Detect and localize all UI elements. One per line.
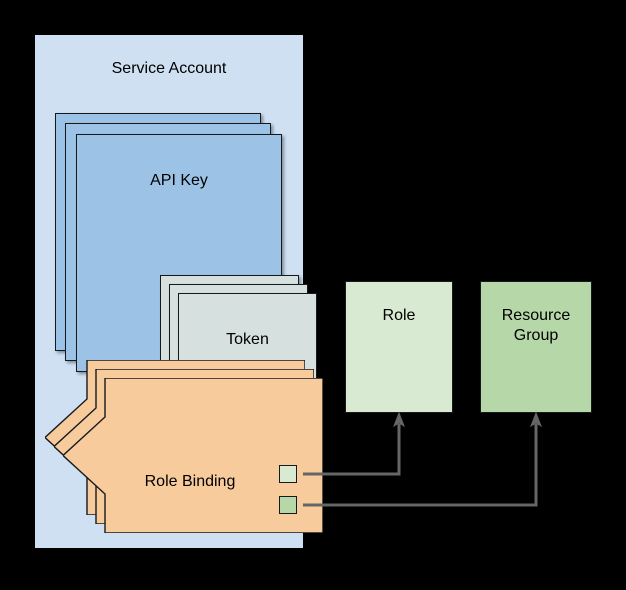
token-label: Token: [226, 331, 269, 348]
port-role-square[interactable]: [279, 465, 297, 483]
port-resource-group-square[interactable]: [279, 496, 297, 514]
api-key-label: API Key: [150, 172, 208, 189]
service-account-label: Service Account: [111, 60, 227, 77]
edge-role-binding-to-resource-group[interactable]: [303, 411, 542, 507]
role-binding-stack[interactable]: Role Binding: [45, 360, 323, 555]
role-binding-label: Role Binding: [144, 473, 236, 490]
resource-group-label: Resource Group: [501, 307, 571, 344]
service-account-container[interactable]: Service Account API Key Token: [35, 35, 323, 548]
resource-group-box[interactable]: Resource Group: [480, 281, 592, 413]
role-label: Role: [382, 307, 416, 324]
api-key-card-front[interactable]: API Key Token: [76, 134, 317, 392]
api-key-stack[interactable]: API Key Token: [55, 113, 317, 393]
role-box[interactable]: Role: [345, 281, 453, 413]
